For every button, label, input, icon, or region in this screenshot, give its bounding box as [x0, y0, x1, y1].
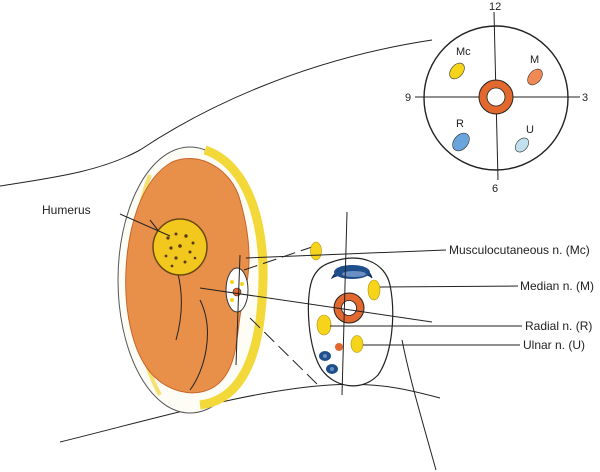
clock-inset: 12 3 6 9 Mc M R U: [405, 1, 588, 195]
nerve-radial: [317, 315, 331, 335]
nerve-ulnar: [351, 336, 363, 353]
nerve-mc: [311, 242, 322, 260]
nerve-median: [368, 280, 380, 300]
leader-median: [380, 286, 518, 287]
label-radial: Radial n. (R): [525, 319, 592, 333]
clock-label-6: 6: [492, 183, 498, 195]
small-vessel: [335, 343, 343, 351]
chest-line: [402, 340, 436, 470]
clock-label-r: R: [456, 118, 464, 130]
clock-artery-inner: [487, 88, 505, 106]
clock-label-mc: Mc: [456, 46, 471, 58]
clock-label-m: M: [530, 54, 539, 66]
clock-label-u: U: [526, 124, 534, 136]
bundle-nerve-small: [240, 282, 244, 286]
arm-outline-lower: [60, 384, 440, 442]
clock-label-9: 9: [405, 92, 411, 104]
label-median: Median n. (M): [520, 279, 594, 293]
small-vein-lumen: [323, 354, 327, 358]
clock-label-3: 3: [582, 92, 588, 104]
bundle-nerve-small: [230, 280, 234, 284]
bundle-nerve-small: [230, 298, 234, 302]
label-musculocutaneous: Musculocutaneous n. (Mc): [449, 243, 590, 257]
clock-label-12: 12: [489, 1, 501, 13]
small-vein-lumen: [330, 367, 334, 371]
bundle-artery-small: [233, 288, 241, 296]
label-humerus: Humerus: [42, 203, 91, 217]
label-ulnar: Ulnar n. (U): [523, 338, 585, 352]
